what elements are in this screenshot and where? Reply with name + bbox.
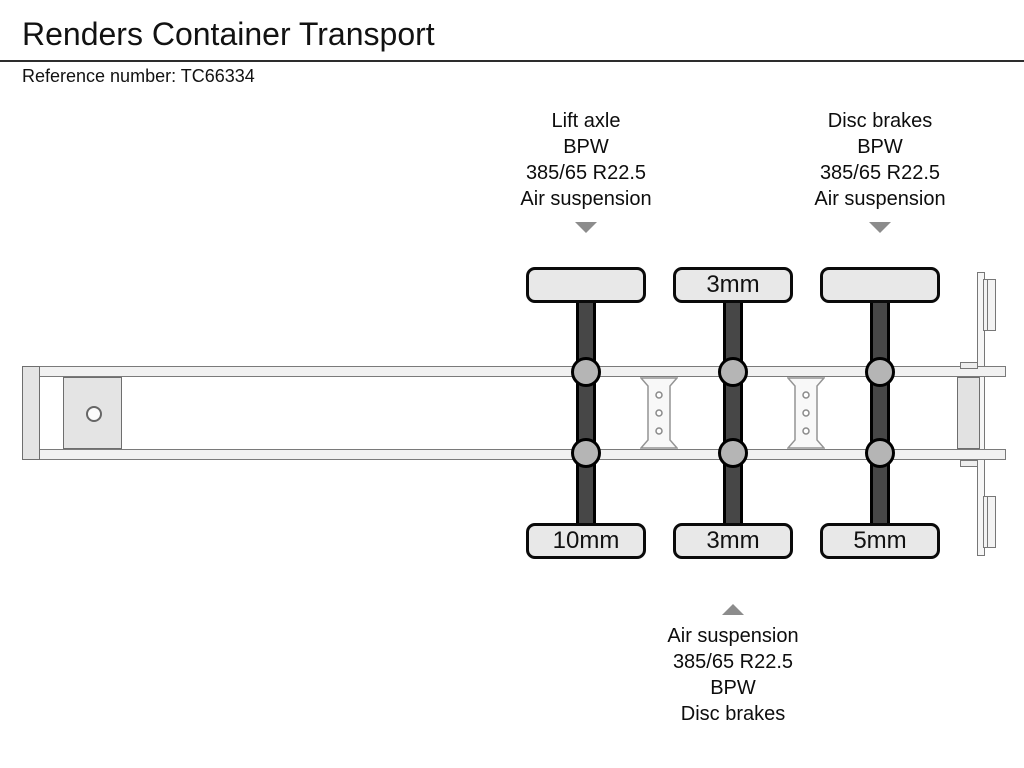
frame-crossmember xyxy=(787,377,825,449)
annotation-front-axle: Lift axle BPW 385/65 R22.5 Air suspensio… xyxy=(466,108,706,233)
annotation-line: BPW xyxy=(857,136,903,158)
annotation-line: BPW xyxy=(563,136,609,158)
suspension-bellow-icon xyxy=(571,438,601,468)
annotation-rear-axle: Disc brakes BPW 385/65 R22.5 Air suspens… xyxy=(760,108,1000,233)
tire-tread-label: 3mm xyxy=(706,271,760,298)
tire-tread-label: 3mm xyxy=(706,527,760,554)
arrow-up-icon xyxy=(722,604,744,615)
rear-crossmember-block xyxy=(957,377,980,449)
title-divider xyxy=(0,60,1024,62)
annotation-line: Air suspension xyxy=(814,188,946,210)
suspension-bellow-icon xyxy=(865,357,895,387)
front-endcap xyxy=(22,366,40,460)
axle-group-3: 5mm xyxy=(820,267,940,559)
tire-top: 3mm xyxy=(673,267,793,303)
tire-top xyxy=(526,267,646,303)
axle-group-2: 3mm 3mm xyxy=(673,267,793,559)
axle-group-1: 10mm xyxy=(526,267,646,559)
arrow-down-icon xyxy=(575,222,597,233)
suspension-bellow-icon xyxy=(718,357,748,387)
crossmember-hole xyxy=(655,391,663,399)
suspension-bellow-icon xyxy=(865,438,895,468)
axle-shaft xyxy=(870,300,890,527)
rear-tab-bottom xyxy=(960,460,978,467)
rear-lamp-bracket-bottom xyxy=(983,496,996,548)
arrow-down-icon xyxy=(869,222,891,233)
annotation-line: Lift axle xyxy=(551,110,621,132)
suspension-bellow-icon xyxy=(718,438,748,468)
tire-bottom: 10mm xyxy=(526,523,646,559)
annotation-line: 385/65 R22.5 xyxy=(819,162,941,184)
tire-bottom: 5mm xyxy=(820,523,940,559)
frame-crossmember xyxy=(640,377,678,449)
crossmember-hole xyxy=(802,391,810,399)
tire-tread-label: 5mm xyxy=(853,527,907,554)
tire-tread-label: 10mm xyxy=(552,527,620,554)
kingpin-icon xyxy=(86,406,102,422)
crossmember-hole xyxy=(802,427,810,435)
crossmember-hole xyxy=(655,409,663,417)
rear-tab-top xyxy=(960,362,978,369)
annotation-line: Air suspension xyxy=(520,188,652,210)
axle-shaft xyxy=(723,300,743,527)
annotation-line: 385/65 R22.5 xyxy=(525,162,647,184)
annotation-line: BPW xyxy=(710,677,756,699)
tire-top xyxy=(820,267,940,303)
tire-bottom: 3mm xyxy=(673,523,793,559)
annotation-line: Air suspension xyxy=(667,625,799,647)
bracket-inner-line xyxy=(987,497,988,547)
axle-shaft xyxy=(576,300,596,527)
annotation-line: Disc brakes xyxy=(680,703,786,725)
annotation-middle-axle: Air suspension 385/65 R22.5 BPW Disc bra… xyxy=(613,604,853,727)
crossmember-hole xyxy=(655,427,663,435)
bracket-inner-line xyxy=(987,280,988,330)
reference-number: Reference number: TC66334 xyxy=(22,66,255,86)
annotation-line: Disc brakes xyxy=(827,110,933,132)
suspension-bellow-icon xyxy=(571,357,601,387)
annotation-line: 385/65 R22.5 xyxy=(672,651,794,673)
crossmember-hole xyxy=(802,409,810,417)
page-title: Renders Container Transport xyxy=(22,16,435,52)
rear-lamp-bracket-top xyxy=(983,279,996,331)
